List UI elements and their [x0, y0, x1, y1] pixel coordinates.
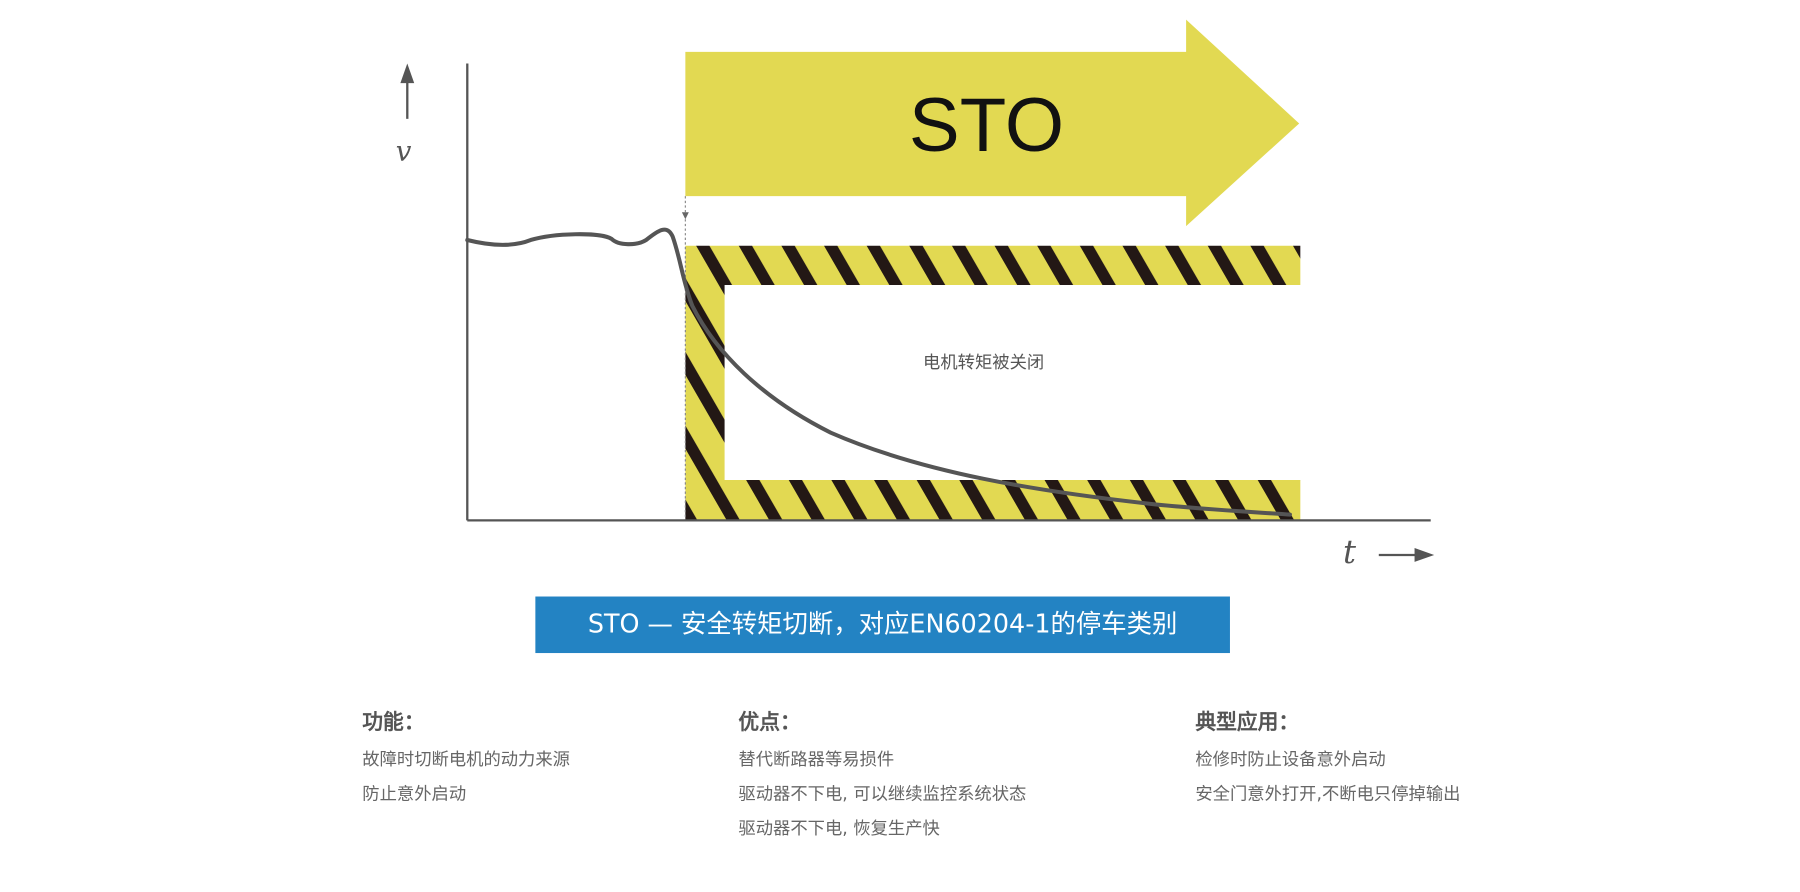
advantages-column: 优点： 替代断路器等易损件 驱动器不下电, 可以继续监控系统状态 驱动器不下电,… — [738, 706, 1026, 851]
sto-arrow-label: STO — [908, 81, 1065, 168]
list-item: 替代断路器等易损件 — [738, 748, 895, 770]
list-item: 驱动器不下电, 可以继续监控系统状态 — [738, 783, 1027, 805]
column-title: 优点： — [738, 710, 801, 735]
applications-column: 典型应用： 检修时防止设备意外启动 安全门意外打开,不断电只停掉输出 — [1195, 706, 1460, 817]
column-title: 功能： — [362, 710, 425, 735]
list-item: 检修时防止设备意外启动 — [1195, 748, 1386, 770]
list-item: 驱动器不下电, 恢复生产快 — [738, 818, 940, 839]
zone-label: 电机转矩被关闭 — [923, 351, 1045, 373]
y-arrow-icon — [400, 63, 415, 119]
x-axis-label: t — [1343, 533, 1357, 572]
column-title: 典型应用： — [1195, 710, 1300, 735]
list-item: 故障时切断电机的动力来源 — [362, 748, 570, 770]
x-arrow-icon — [1378, 548, 1435, 562]
hazard-zone — [685, 245, 1301, 521]
speed-curve — [465, 227, 1292, 517]
list-item: 安全门意外打开,不断电只停掉输出 — [1195, 783, 1461, 805]
function-column: 功能： 故障时切断电机的动力来源 防止意外启动 — [362, 706, 570, 817]
sto-arrow — [685, 19, 1300, 227]
y-axis-label: v — [395, 134, 412, 168]
caption-banner: STO — 安全转矩切断，对应EN60204-1的停车类别 — [535, 596, 1230, 654]
trigger-arrowhead-icon — [681, 212, 689, 220]
list-item: 防止意外启动 — [362, 783, 467, 805]
